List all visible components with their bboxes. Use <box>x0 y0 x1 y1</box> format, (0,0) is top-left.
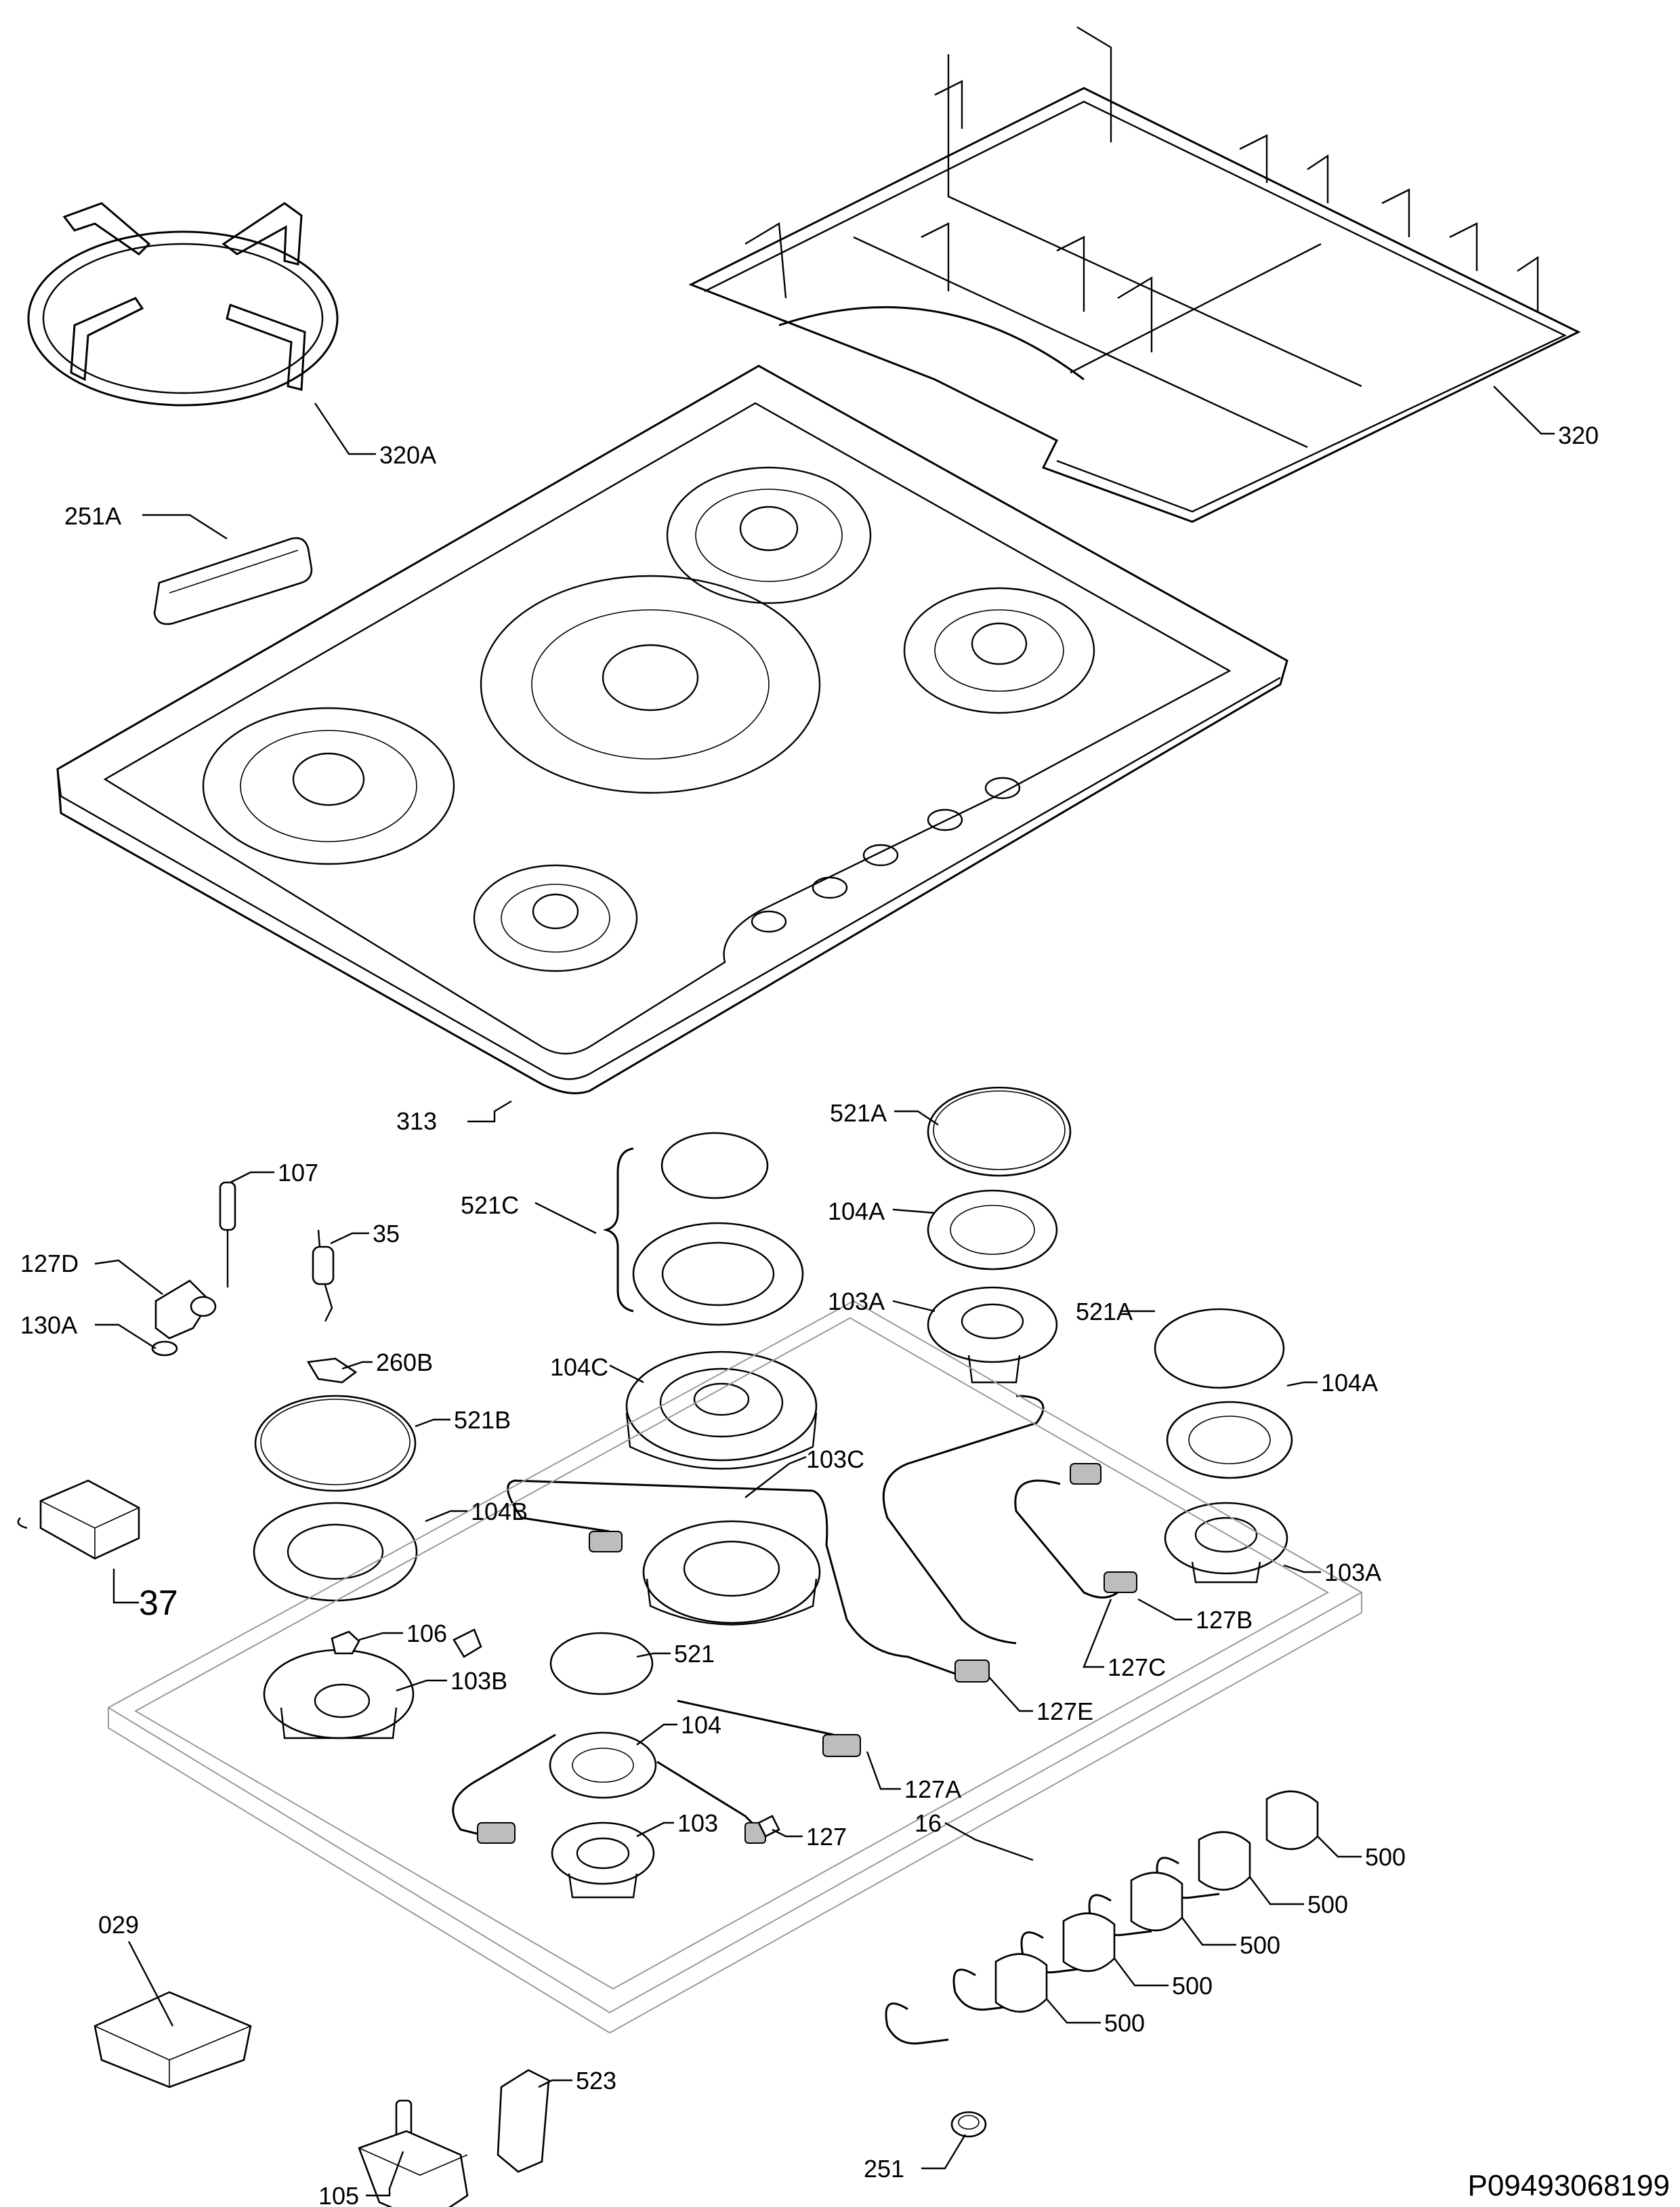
hob-top-panel <box>56 365 1288 1094</box>
label-16: 16 <box>915 1809 942 1837</box>
sealing-washer <box>151 1340 178 1357</box>
injector-jet <box>331 1630 360 1655</box>
label-251: 251 <box>864 2155 904 2183</box>
label-500-e: 500 <box>1104 2009 1145 2037</box>
round-foot <box>950 2111 987 2138</box>
base-tray-outline <box>106 1300 1364 2034</box>
label-127B: 127B <box>1196 1606 1253 1634</box>
label-104: 104 <box>681 1711 721 1739</box>
label-521: 521 <box>674 1640 715 1668</box>
label-260B: 260B <box>376 1348 433 1376</box>
label-127A: 127A <box>904 1775 961 1803</box>
label-127D: 127D <box>20 1250 79 1277</box>
gas-pipes <box>452 1395 1137 1844</box>
burner-bodies <box>263 1286 1288 1899</box>
label-37: 37 <box>139 1584 178 1623</box>
leader-lines <box>94 386 1555 2197</box>
label-127: 127 <box>806 1823 847 1851</box>
label-500-b: 500 <box>1307 1891 1348 1918</box>
label-500-c: 500 <box>1240 1931 1280 1959</box>
label-521B: 521B <box>454 1406 511 1434</box>
ignition-electrode <box>312 1229 335 1322</box>
label-103B: 103B <box>450 1667 507 1695</box>
label-127C: 127C <box>1108 1653 1166 1681</box>
label-103C: 103C <box>806 1445 864 1473</box>
wok-support-ring <box>27 202 339 407</box>
label-103A-right: 103A <box>1324 1559 1381 1586</box>
label-521A-top: 521A <box>830 1099 887 1127</box>
control-knobs <box>994 1790 1319 2013</box>
label-521A-right: 521A <box>1076 1298 1133 1325</box>
spark-generator <box>17 1479 140 1560</box>
label-35: 35 <box>373 1220 400 1247</box>
label-521C: 521C <box>461 1191 519 1219</box>
valve-bracket <box>497 2069 550 2173</box>
label-103: 103 <box>677 1809 718 1837</box>
label-320: 320 <box>1558 421 1599 449</box>
spring-clip <box>306 1357 358 1384</box>
label-523: 523 <box>576 2067 616 2095</box>
burner-crowns <box>253 1189 1293 1799</box>
label-313: 313 <box>396 1107 437 1135</box>
rubber-foot <box>153 537 313 625</box>
label-103A-top: 103A <box>828 1287 885 1315</box>
thermocouple <box>219 1181 236 1287</box>
drawing-code: P09493068199 <box>1467 2169 1670 2202</box>
label-107: 107 <box>278 1159 318 1187</box>
burner-caps <box>254 1086 1285 1695</box>
label-104A-right: 104A <box>1321 1369 1378 1397</box>
label-127E: 127E <box>1036 1697 1093 1725</box>
gas-valve <box>358 2099 469 2207</box>
label-130A: 130A <box>20 1311 77 1339</box>
label-104B: 104B <box>471 1498 528 1525</box>
bracket <box>93 1991 252 2088</box>
pan-support-grid <box>688 26 1581 523</box>
label-104C: 104C <box>550 1353 608 1381</box>
label-104A-top: 104A <box>828 1197 885 1225</box>
label-106: 106 <box>406 1620 447 1647</box>
group-brace <box>602 1147 634 1313</box>
callout-labels: 320A 320 251A 313 521A 107 521C 104A 35 … <box>20 421 1599 2207</box>
label-500-d: 500 <box>1172 1972 1213 2000</box>
label-105: 105 <box>318 2182 359 2207</box>
elbow-connector <box>154 1279 217 1340</box>
injector-jet-2 <box>453 1628 482 1658</box>
label-320A: 320A <box>379 441 436 469</box>
label-029: 029 <box>98 1911 139 1939</box>
label-251A: 251A <box>64 502 121 530</box>
label-500-a: 500 <box>1365 1843 1406 1871</box>
